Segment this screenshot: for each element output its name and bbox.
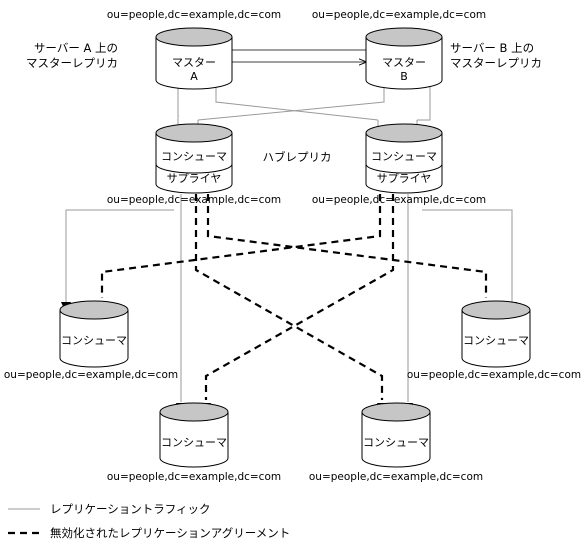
left-consumer-suffix: ou=people,dc=example,dc=com — [4, 369, 178, 381]
master-b-label-line1: マスター — [382, 56, 426, 69]
master-sync-arrows — [222, 50, 366, 62]
master-a-label-line2: A — [190, 70, 198, 83]
master-a-caption-line2: マスターレプリカ — [26, 56, 118, 70]
line-master-a-to-hub-a — [177, 82, 179, 118]
hub-b-disk: コンシューマ サプライヤ — [365, 123, 443, 194]
legend-dashed-label: 無効化されたレプリケーションアグリーメント — [50, 526, 290, 540]
bottom-right-consumer-label: コンシューマ — [363, 436, 429, 449]
replication-traffic-lines — [65, 82, 513, 402]
bottom-right-consumer-suffix: ou=people,dc=example,dc=com — [309, 471, 483, 483]
disabled-agreement-lines — [100, 194, 488, 400]
right-consumer-disk: コンシューマ — [461, 300, 531, 368]
master-b-disk: マスター B — [365, 27, 443, 90]
line-hub-b-to-right-consumer — [422, 209, 513, 302]
consumer-input-arrowheads — [61, 302, 517, 414]
legend-solid-label: レプリケーショントラフィック — [50, 502, 211, 516]
line-master-b-to-hub-b — [417, 82, 431, 121]
master-a-disk: マスター A — [155, 27, 233, 90]
dashed-hub-a-to-bottom-right — [194, 194, 384, 400]
dashed-hub-b-to-left-consumer — [100, 194, 382, 298]
dashed-hub-b-to-bottom-left — [204, 194, 395, 400]
dashed-hub-a-to-right-consumer — [206, 194, 488, 298]
hub-b-suffix: ou=people,dc=example,dc=com — [312, 194, 486, 206]
hub-replica-caption: ハブレプリカ — [263, 150, 332, 164]
master-b-caption-line1: サーバー B 上の — [450, 41, 534, 55]
right-consumer-suffix: ou=people,dc=example,dc=com — [407, 369, 581, 381]
hub-a-label-bottom: サプライヤ — [167, 172, 222, 185]
line-master-a-to-hub-b — [215, 82, 379, 121]
master-a-suffix: ou=people,dc=example,dc=com — [107, 9, 281, 21]
legend: レプリケーショントラフィック 無効化されたレプリケーションアグリーメント — [8, 502, 290, 540]
master-b-label-line2: B — [400, 70, 408, 83]
left-consumer-disk: コンシューマ — [59, 300, 129, 368]
bottom-left-consumer-suffix: ou=people,dc=example,dc=com — [107, 471, 281, 483]
right-consumer-label: コンシューマ — [463, 334, 529, 347]
master-a-label-line1: マスター — [172, 56, 216, 69]
line-hub-a-to-left-consumer — [65, 209, 174, 302]
hub-a-disk: コンシューマ サプライヤ — [155, 123, 233, 194]
bottom-left-consumer-label: コンシューマ — [161, 436, 227, 449]
master-b-caption-line2: マスターレプリカ — [450, 56, 542, 70]
bottom-right-consumer-disk: コンシューマ — [361, 402, 431, 468]
hub-a-suffix: ou=people,dc=example,dc=com — [107, 194, 281, 206]
left-consumer-label: コンシューマ — [61, 334, 127, 347]
bottom-left-consumer-disk: コンシューマ — [159, 402, 229, 468]
master-b-suffix: ou=people,dc=example,dc=com — [312, 9, 486, 21]
hub-a-label-top: コンシューマ — [161, 150, 227, 163]
master-a-caption-line1: サーバー A 上の — [34, 41, 118, 55]
hub-b-label-top: コンシューマ — [371, 150, 437, 163]
line-master-b-to-hub-a — [197, 82, 385, 121]
hub-b-label-bottom: サプライヤ — [377, 172, 432, 185]
